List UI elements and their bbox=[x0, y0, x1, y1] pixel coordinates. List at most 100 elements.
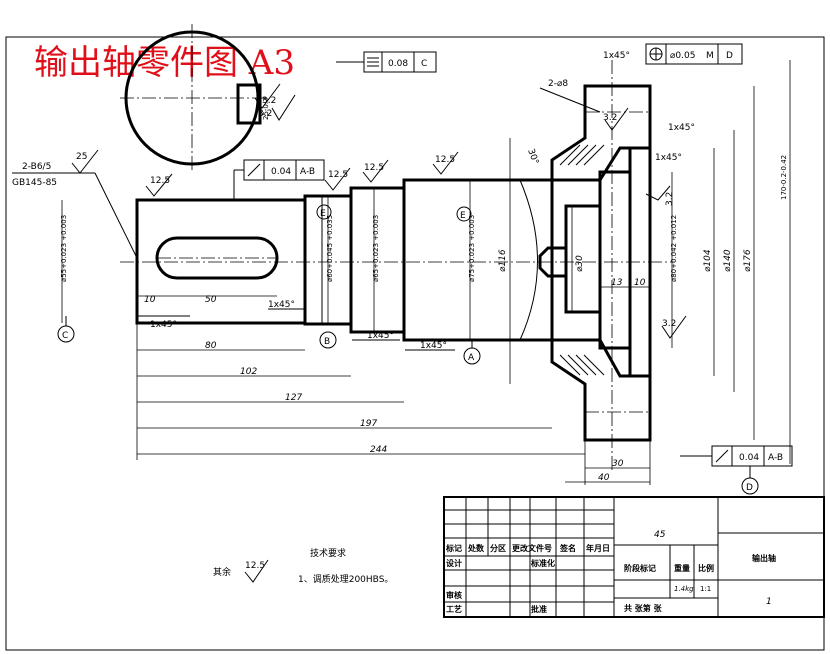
runout-frame-right bbox=[680, 445, 793, 467]
runout-right-datum: A-B bbox=[768, 453, 783, 463]
tb-scale: 比例 bbox=[698, 563, 714, 573]
datum-c: C bbox=[62, 331, 68, 341]
dim-30: 30 bbox=[612, 459, 624, 469]
datum-e-2: E bbox=[460, 211, 466, 221]
dim-d176: ⌀176 bbox=[743, 249, 753, 272]
symmetry-value: 0.08 bbox=[388, 59, 408, 69]
runout-frame-left bbox=[233, 159, 325, 200]
tb-sheets-info: 共 张第 张 bbox=[624, 603, 663, 613]
rest-value: 12.5 bbox=[245, 561, 265, 571]
keyway-slot bbox=[236, 83, 262, 125]
tb-sheet: 1 bbox=[766, 597, 772, 607]
dim-d104: ⌀104 bbox=[703, 249, 713, 272]
notes-heading: 技术要求 bbox=[310, 547, 346, 559]
ra-keyway-top: 3.2 bbox=[262, 96, 276, 106]
datum-b: B bbox=[324, 337, 330, 347]
dim-50: 50 bbox=[205, 295, 217, 305]
chamfer-2: 1x45° bbox=[268, 300, 295, 310]
ra-12-5-b: 12.5 bbox=[328, 170, 348, 180]
title-block bbox=[443, 496, 825, 618]
chamfer-5: 1x45° bbox=[603, 51, 630, 61]
tb-approve: 批准 bbox=[531, 604, 547, 614]
spline-code: 2-B6/5 bbox=[22, 162, 51, 172]
dim-d30: ⌀30 bbox=[575, 255, 585, 272]
position-modifier: M bbox=[706, 51, 714, 61]
datum-e-1: E bbox=[320, 209, 326, 219]
tb-scale-val: 1:1 bbox=[700, 585, 711, 593]
chamfer-3: 1x45° bbox=[367, 331, 394, 341]
dim-d65: ⌀65+0.023 +0.003 bbox=[372, 215, 380, 282]
spline-standard: GB145-85 bbox=[12, 178, 57, 188]
dim-80: 80 bbox=[205, 341, 217, 351]
dim-13: 13 bbox=[611, 278, 623, 288]
angle-label: 30° bbox=[525, 148, 540, 166]
dim-d60: ⌀60+0.045 +0.035 bbox=[326, 215, 334, 282]
dim-d116: ⌀116 bbox=[498, 249, 508, 272]
dim-244: 244 bbox=[370, 445, 387, 455]
horizontal-dimensions bbox=[136, 286, 651, 485]
position-tolerance-frame bbox=[645, 43, 743, 65]
tb-process: 工艺 bbox=[446, 604, 462, 614]
ra-25: 25 bbox=[76, 152, 87, 162]
gear-body bbox=[538, 84, 652, 442]
tb-designer: 设计 bbox=[446, 558, 462, 568]
dim-197: 197 bbox=[360, 419, 377, 429]
tb-standardize: 标准化 bbox=[530, 558, 555, 568]
gear-arc bbox=[519, 179, 538, 341]
keyway-depth: 25-0.2 bbox=[262, 97, 270, 120]
dim-40: 40 bbox=[598, 473, 610, 483]
dim-10b: 10 bbox=[634, 278, 646, 288]
ra-gear-bottom: 3.2 bbox=[662, 319, 676, 329]
chamfer-4: 1x45° bbox=[420, 341, 447, 351]
symmetry-datum: C bbox=[421, 59, 427, 69]
ra-12-5-a: 12.5 bbox=[150, 176, 170, 186]
gear-hatching bbox=[559, 144, 605, 376]
chamfer-1: 1x45° bbox=[150, 320, 177, 330]
roughness-symbols bbox=[71, 83, 687, 583]
shaft-outline bbox=[135, 178, 554, 342]
rest-label: 其余 bbox=[213, 566, 231, 578]
datum-d: D bbox=[746, 483, 753, 493]
tb-h-count: 处数 bbox=[467, 543, 485, 553]
tb-h-date: 年月日 bbox=[586, 543, 610, 553]
chamfer-6: 1x45° bbox=[668, 123, 695, 133]
tb-stage-mark: 阶段标记 bbox=[624, 563, 656, 573]
ra-12-5-d: 12.5 bbox=[435, 155, 455, 165]
tb-reviewer: 审核 bbox=[446, 590, 462, 600]
dim-d75: ⌀75+0.023 +0.003 bbox=[468, 215, 476, 282]
runout-right-value: 0.04 bbox=[739, 453, 759, 463]
datum-a: A bbox=[468, 353, 475, 363]
ra-gear-side: 3.2 bbox=[665, 192, 675, 206]
position-value: ⌀0.05 bbox=[670, 51, 695, 61]
drawing-frame bbox=[5, 36, 825, 651]
tb-h-mark: 标记 bbox=[445, 543, 462, 553]
dim-d55: ⌀55+0.023 +0.003 bbox=[60, 215, 68, 282]
vertical-dimensions bbox=[61, 60, 791, 464]
runout-left-value: 0.04 bbox=[271, 167, 291, 177]
ra-gear-top: 3.2 bbox=[603, 113, 617, 123]
tb-material: 45 bbox=[654, 530, 666, 540]
spline-leader bbox=[94, 172, 138, 259]
tb-part-name: 输出轴 bbox=[752, 553, 776, 563]
dim-d140: ⌀140 bbox=[723, 249, 733, 272]
holes-leader bbox=[539, 87, 601, 113]
tb-h-file: 更改文件号 bbox=[512, 543, 552, 553]
ra-keyway-side: 3.2 bbox=[258, 109, 272, 119]
notes-item-1: 1、调质处理200HBS。 bbox=[298, 573, 393, 585]
chamfer-7: 1x45° bbox=[655, 153, 682, 163]
dim-d80: ⌀80+0.042 +0.012 bbox=[670, 215, 678, 282]
runout-left-datum: A-B bbox=[300, 167, 315, 177]
tb-h-sign: 签名 bbox=[559, 543, 576, 553]
dim-127: 127 bbox=[285, 393, 302, 403]
tb-weight-val: 1.4kg bbox=[674, 585, 694, 593]
holes-label: 2-⌀8 bbox=[548, 79, 568, 89]
dim-102: 102 bbox=[240, 367, 257, 377]
dim-d170: 170-0.2-0.42 bbox=[780, 155, 788, 200]
dim-10: 10 bbox=[144, 295, 156, 305]
datum-markers bbox=[57, 204, 759, 495]
position-datum: D bbox=[726, 51, 733, 61]
drawing-title: 输出轴零件图 A3 bbox=[34, 43, 295, 83]
ra-12-5-c: 12.5 bbox=[364, 163, 384, 173]
symmetry-tolerance-frame bbox=[336, 51, 437, 73]
tb-h-zone: 分区 bbox=[490, 543, 506, 553]
